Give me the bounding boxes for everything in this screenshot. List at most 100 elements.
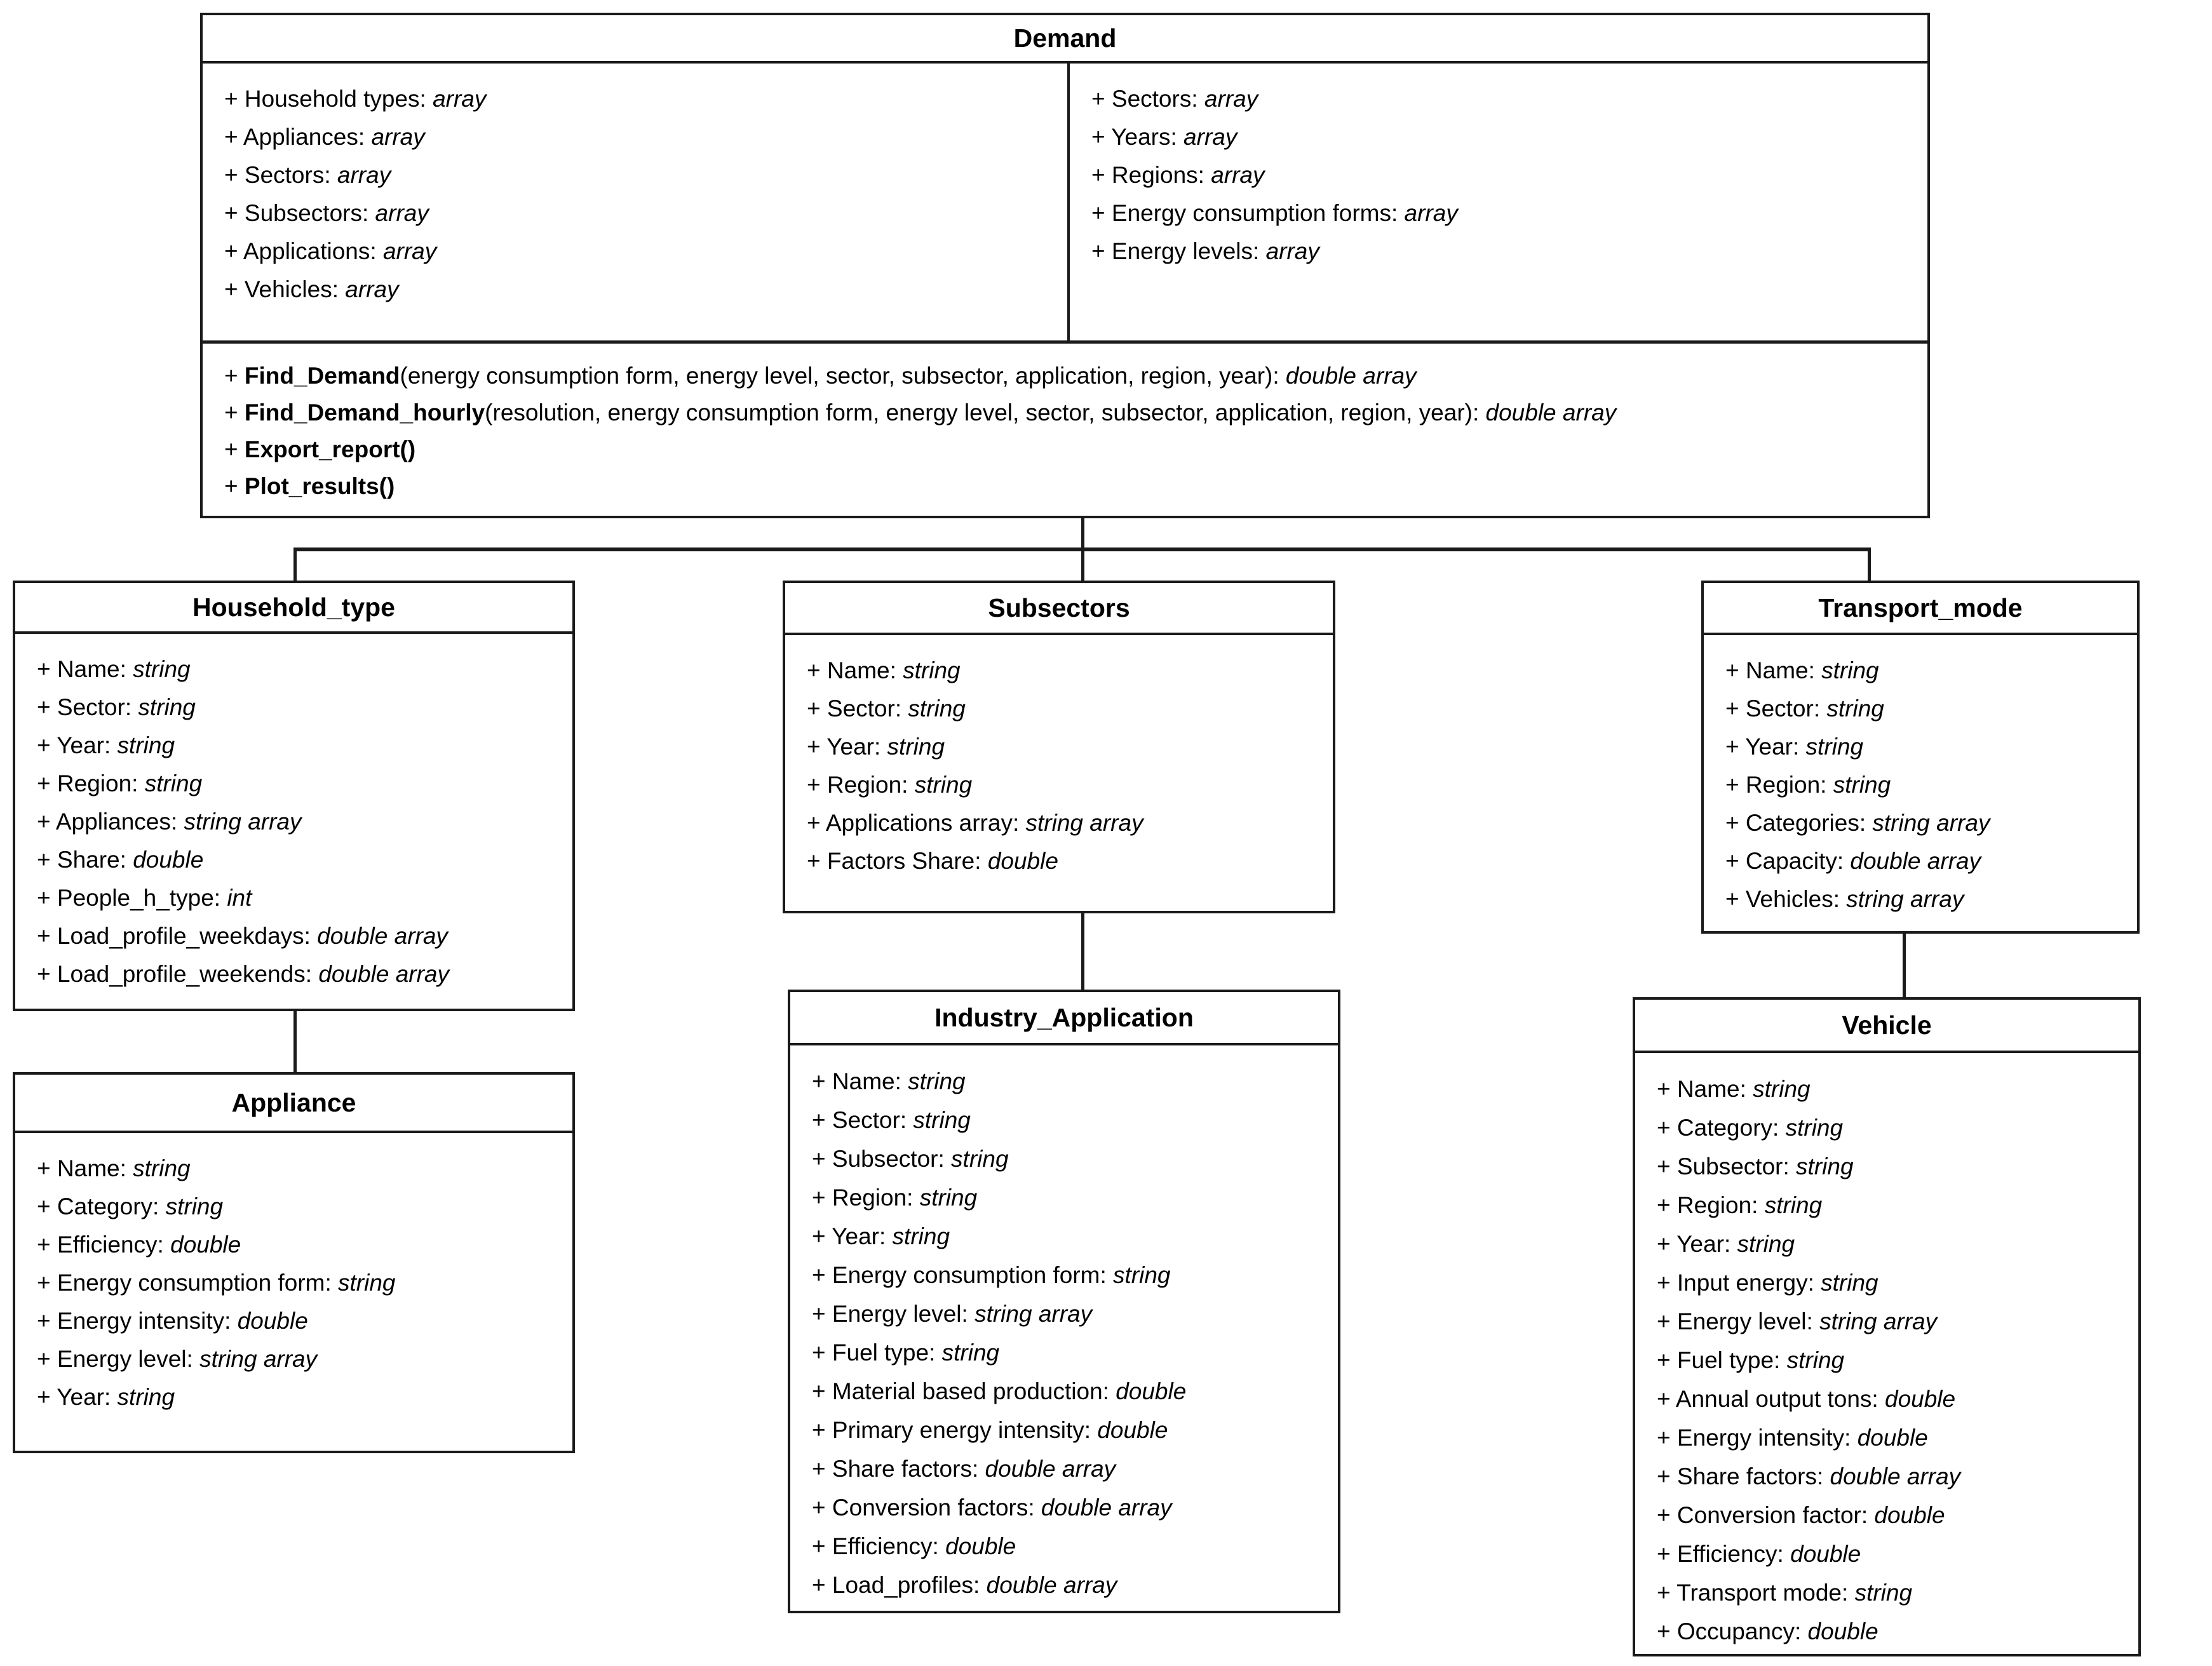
- attribute-type: string: [138, 694, 196, 720]
- attribute-row: + Vehicles: array: [224, 271, 1067, 309]
- attribute-type: array: [375, 200, 429, 226]
- attribute-visibility: +: [1725, 886, 1746, 912]
- attributes-compartment-transport-mode: + Name: string+ Sector: string+ Year: st…: [1704, 635, 2137, 935]
- attribute-type: string: [908, 695, 966, 722]
- attribute-row: + Sector: string: [37, 689, 572, 727]
- attribute-visibility: +: [1091, 200, 1112, 226]
- attribute-type: string: [1796, 1153, 1854, 1179]
- attribute-visibility: +: [37, 1308, 57, 1334]
- attribute-visibility: +: [224, 162, 245, 188]
- attribute-row: + Energy consumption form: string: [812, 1256, 1338, 1294]
- attribute-type: string: [941, 1340, 1000, 1366]
- class-box-demand[interactable]: Demand + Household types: array+ Applian…: [200, 13, 1930, 518]
- operation-row: + Export_report(): [224, 431, 1927, 468]
- attribute-row: + Sector: string: [812, 1101, 1338, 1139]
- attribute-row: + Regions: array: [1091, 156, 1927, 194]
- attribute-visibility: +: [807, 695, 827, 722]
- attribute-visibility: +: [1657, 1541, 1677, 1567]
- attribute-visibility: +: [1725, 695, 1746, 722]
- attribute-row: + Subsector: string: [1657, 1147, 2138, 1186]
- class-title-vehicle: Vehicle: [1635, 1000, 2138, 1053]
- attribute-visibility: +: [37, 732, 57, 758]
- attribute-row: + Name: string: [807, 652, 1333, 690]
- attribute-row: + Conversion factors: double array: [812, 1488, 1338, 1527]
- attribute-type: array: [1204, 86, 1258, 112]
- attribute-row: + Sectors: array: [224, 156, 1067, 194]
- class-box-appliance[interactable]: Appliance + Name: string+ Category: stri…: [13, 1072, 575, 1453]
- attribute-type: double: [237, 1308, 308, 1334]
- attribute-row: + Region: string: [812, 1178, 1338, 1217]
- attribute-visibility: +: [1657, 1618, 1677, 1644]
- attributes-compartment-subsectors: + Name: string+ Sector: string+ Year: st…: [785, 635, 1333, 897]
- attribute-visibility: +: [37, 694, 57, 720]
- attribute-name: Energy consumption form:: [57, 1270, 339, 1296]
- attribute-visibility: +: [1725, 772, 1746, 798]
- attribute-row: + Name: string: [37, 650, 572, 689]
- attribute-type: double: [987, 848, 1058, 874]
- attribute-type: string: [1113, 1262, 1171, 1288]
- class-title-household-type: Household_type: [15, 583, 572, 634]
- class-box-vehicle[interactable]: Vehicle + Name: string+ Category: string…: [1633, 997, 2141, 1656]
- attribute-type: double array: [318, 961, 449, 987]
- attribute-row: + Subsector: string: [812, 1139, 1338, 1178]
- attribute-name: Name:: [57, 1155, 133, 1181]
- attribute-row: + Energy consumption forms: array: [1091, 194, 1927, 232]
- attribute-type: string array: [184, 809, 302, 835]
- attribute-type: double array: [317, 923, 448, 949]
- attribute-name: Share factors:: [832, 1456, 985, 1482]
- class-box-industry-application[interactable]: Industry_Application + Name: string+ Sec…: [788, 990, 1340, 1613]
- attribute-row: + Year: string: [807, 728, 1333, 766]
- attribute-type: string: [165, 1193, 224, 1219]
- attribute-type: double array: [985, 1456, 1116, 1482]
- attribute-type: double array: [1830, 1463, 1961, 1489]
- attribute-name: Subsector:: [832, 1146, 952, 1172]
- attribute-name: Capacity:: [1745, 848, 1851, 874]
- attributes-column-right: + Sectors: array+ Years: array+ Regions:…: [1070, 64, 1927, 340]
- attribute-type: string: [1826, 695, 1884, 722]
- attribute-name: Share factors:: [1676, 1463, 1830, 1489]
- operation-visibility: +: [224, 473, 245, 499]
- attribute-name: Name:: [1745, 657, 1822, 683]
- attribute-name: Name:: [1676, 1076, 1753, 1102]
- attribute-row: + Energy level: string array: [37, 1340, 572, 1378]
- attribute-visibility: +: [1657, 1580, 1677, 1606]
- class-box-transport-mode[interactable]: Transport_mode + Name: string+ Sector: s…: [1701, 581, 2140, 934]
- attribute-name: Load_profiles:: [832, 1572, 987, 1598]
- attribute-visibility: +: [1657, 1502, 1677, 1528]
- attribute-type: string: [919, 1185, 978, 1211]
- attribute-visibility: +: [812, 1572, 832, 1598]
- attribute-name: Subsector:: [1676, 1153, 1797, 1179]
- attribute-type: string: [887, 734, 945, 760]
- operation-params: (resolution, energy consumption form, en…: [485, 400, 1473, 426]
- class-box-subsectors[interactable]: Subsectors + Name: string+ Sector: strin…: [783, 581, 1335, 913]
- attribute-visibility: +: [1657, 1153, 1677, 1179]
- attribute-visibility: +: [37, 809, 56, 835]
- attribute-type: string: [338, 1270, 396, 1296]
- attribute-visibility: +: [1657, 1115, 1677, 1141]
- attribute-name: Share:: [57, 847, 133, 873]
- connector-industry-application-to-subsectors: [1081, 913, 1084, 990]
- attribute-name: Year:: [57, 1384, 118, 1410]
- operation-return-type: double array: [1485, 400, 1617, 426]
- attribute-name: Name:: [57, 656, 133, 682]
- attribute-type: double array: [986, 1572, 1117, 1598]
- attribute-row: + Appliances: array: [224, 118, 1067, 156]
- attribute-row: + Region: string: [37, 765, 572, 803]
- class-box-household-type[interactable]: Household_type + Name: string+ Sector: s…: [13, 581, 575, 1011]
- attribute-type: double: [133, 847, 204, 873]
- attribute-type: double: [1874, 1502, 1945, 1528]
- attributes-compartment-vehicle: + Name: string+ Category: string+ Subsec…: [1635, 1053, 2138, 1666]
- attribute-name: Energy intensity:: [1676, 1425, 1858, 1451]
- class-title-appliance: Appliance: [15, 1075, 572, 1133]
- attribute-visibility: +: [1091, 238, 1112, 264]
- attribute-type: string array: [974, 1301, 1093, 1327]
- operation-return-type: double array: [1285, 363, 1417, 389]
- attribute-visibility: +: [1657, 1192, 1677, 1218]
- attribute-type: string array: [1872, 810, 1990, 836]
- attribute-row: + Year: string: [37, 727, 572, 765]
- attribute-name: Appliances:: [243, 124, 372, 150]
- attribute-row: + Annual output tons: double: [1657, 1380, 2138, 1418]
- attribute-type: string: [117, 732, 175, 758]
- attribute-name: Appliances:: [55, 809, 184, 835]
